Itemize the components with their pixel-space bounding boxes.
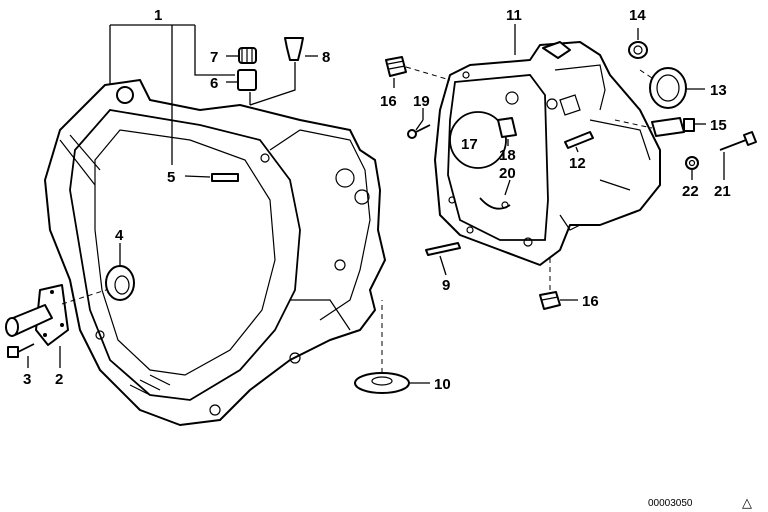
drawing-number: 00003050 [648, 498, 693, 509]
plug-part-8 [284, 37, 304, 61]
callout-2: 2 [55, 371, 63, 388]
retainer-part-18 [497, 117, 517, 138]
bolt-part-21 [719, 131, 757, 151]
screw-part-19 [407, 124, 431, 139]
callout-6: 6 [210, 75, 218, 92]
callout-13: 13 [710, 82, 727, 99]
callout-22: 22 [682, 183, 699, 200]
plug-part-16-upper [385, 56, 407, 77]
seal-part-4 [105, 265, 135, 301]
callout-21: 21 [714, 183, 731, 200]
cap-part-7 [238, 47, 257, 64]
clip-part-20 [479, 197, 511, 210]
callout-14: 14 [629, 7, 646, 24]
callouts: 1 2 3 4 5 6 7 8 9 10 11 12 13 14 15 16 1… [23, 7, 731, 393]
callout-12: 12 [569, 155, 586, 172]
callout-20: 20 [499, 165, 516, 182]
callout-16-upper: 16 [380, 93, 397, 110]
callout-11: 11 [506, 7, 522, 24]
callout-4: 4 [115, 227, 124, 244]
bolt-part-12 [564, 131, 594, 149]
bushing-part-14 [628, 41, 648, 59]
intermediate-housing [434, 41, 661, 266]
bell-housing [44, 79, 386, 426]
bolt-part-3 [7, 343, 35, 358]
dowel-part-5 [211, 173, 239, 182]
sensor-part-15 [651, 117, 695, 137]
washer-part-10 [354, 372, 410, 394]
seal-ring-part-13 [649, 67, 687, 109]
callout-5: 5 [167, 169, 175, 186]
callout-18: 18 [499, 147, 516, 164]
callout-10: 10 [434, 376, 451, 393]
dowel-pin-part-9 [425, 242, 461, 256]
callout-8: 8 [322, 49, 330, 66]
callout-7: 7 [210, 49, 218, 66]
callout-15: 15 [710, 117, 727, 134]
guide-sleeve-part-2 [5, 284, 69, 346]
washer-part-22 [685, 156, 699, 170]
callout-3: 3 [23, 371, 31, 388]
callout-19: 19 [413, 93, 430, 110]
callout-16-lower: 16 [582, 293, 599, 310]
leader-lines [27, 24, 725, 384]
plug-part-6 [237, 69, 257, 91]
callout-9: 9 [442, 277, 450, 294]
callout-1: 1 [154, 7, 162, 24]
triangle-icon: △ [742, 495, 752, 510]
callout-17: 17 [461, 136, 478, 153]
plug-part-16-lower [539, 291, 561, 310]
